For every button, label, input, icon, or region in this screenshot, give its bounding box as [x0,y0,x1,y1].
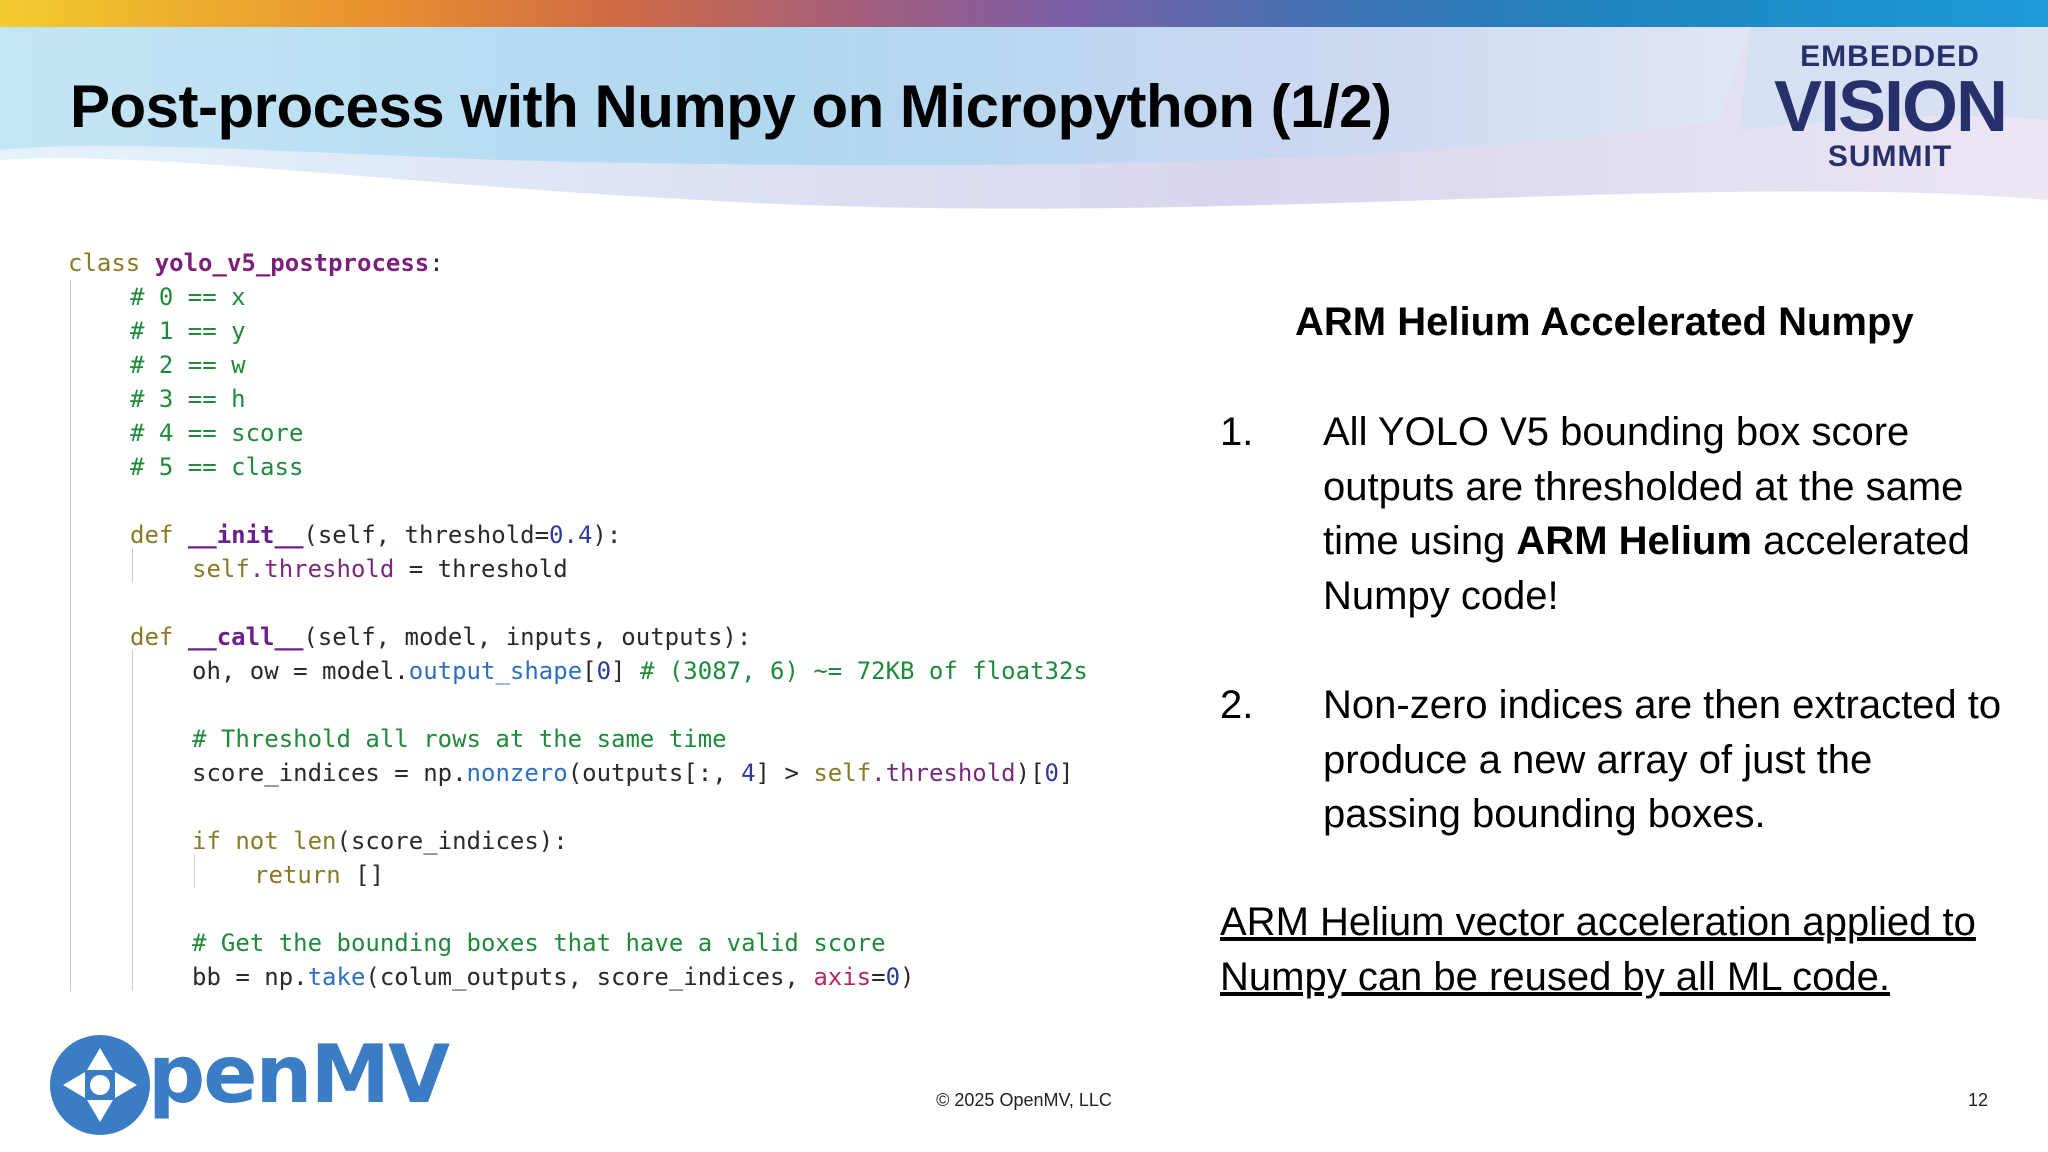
logo-line-embedded: EMBEDDED [1800,40,1980,73]
code-number: 0 [885,963,901,991]
code-line: def __init__(self, threshold=0.4): [130,518,621,552]
code-text: score_indices = np. [192,759,467,787]
code-text: )[ [1015,759,1045,787]
underlined-takeaway: ARM Helium vector acceleration applied t… [1220,900,1976,999]
code-text: oh, ow = model. [192,657,409,685]
code-line: oh, ow = model.output_shape[0] # (3087, … [192,654,1088,688]
list-text-part: All YOLO V5 bounding box score outputs a… [1323,410,1964,563]
code-line: self.threshold = threshold [192,552,568,586]
indent-guide [132,548,133,582]
code-self: self [813,759,872,787]
code-line: if not len(score_indices): [192,824,568,858]
code-comment: # (3087, 6) ~= 72KB of float32s [625,657,1088,685]
code-function-call: take [307,963,366,991]
code-text: (colum_outputs, score_indices, [365,963,814,991]
embedded-vision-summit-logo: EMBEDDED VISION SUMMIT [1770,40,2010,175]
code-text: [ [582,657,597,685]
logo-line-vision: VISION [1773,67,2008,147]
slide-title: Post-process with Numpy on Micropython (… [70,73,1392,140]
code-text: bb = np. [192,963,308,991]
top-color-bar [0,0,2048,27]
code-keyword: if not [192,827,279,855]
header-wave-background [0,27,2048,209]
list-text: Non-zero indices are then extracted to p… [1323,683,2002,836]
list-number: 2. [1220,683,1254,727]
code-keyword: return [254,861,341,889]
code-text: (score_indices): [336,827,568,855]
code-comment: # 4 == score [130,419,304,447]
list-text-bold: ARM Helium [1516,519,1752,563]
code-function-name: __init__ [187,521,304,549]
code-text: ) [900,963,915,991]
code-comment: # 5 == class [130,453,304,481]
code-attribute: output_shape [408,657,583,685]
page-number: 12 [1967,1090,1988,1110]
code-comment: # Get the bounding boxes that have a val… [192,929,886,957]
indent-guide [132,650,133,991]
code-number: 4 [741,759,756,787]
code-block: class yolo_v5_postprocess: # 0 == x # 1 … [68,246,1188,991]
code-text: ] [1059,759,1074,787]
code-number: 0 [596,657,612,685]
code-text: (self, threshold= [303,521,550,549]
code-function-name: __call__ [187,623,304,651]
openmv-logo-text: penMV [148,1028,450,1121]
code-keyword: def [130,623,174,651]
code-comment: # 0 == x [130,283,246,311]
code-comment: # 2 == w [130,351,246,379]
code-text: (outputs[:, [567,759,742,787]
list-number: 1. [1220,410,1254,454]
code-line: def __call__(self, model, inputs, output… [130,620,751,654]
copyright-footer: © 2025 OpenMV, LLC [936,1090,1112,1110]
list-text-part: accelerated Numpy code! [1323,519,1970,618]
indent-guide [194,854,195,888]
code-keyword-argument: axis [813,963,872,991]
code-text: ] > [755,759,814,787]
logo-line-summit: SUMMIT [1827,140,1953,173]
code-text: : [429,249,444,277]
code-text: [] [340,861,385,889]
list-text: All YOLO V5 bounding box score outputs a… [1323,405,2013,623]
indent-guide [70,280,71,991]
code-text: ): [592,521,622,549]
code-line: return [] [254,858,384,892]
code-number: 0 [1044,759,1059,787]
code-text: (self, model, inputs, outputs): [303,623,752,651]
code-builtin: len [278,827,337,855]
section-heading: ARM Helium Accelerated Numpy [1295,300,1914,344]
code-line: bb = np.take(colum_outputs, score_indice… [192,960,914,994]
code-text: = [871,963,886,991]
code-text: = threshold [394,555,568,583]
code-keyword: def [130,521,174,549]
code-comment: # 1 == y [130,317,246,345]
code-line: class yolo_v5_postprocess: [68,246,444,280]
code-text: ] [611,657,626,685]
code-line: score_indices = np.nonzero(outputs[:, 4]… [192,756,1073,790]
code-attribute: .threshold [249,555,395,583]
code-number: 0.4 [549,521,593,549]
code-function-call: nonzero [466,759,568,787]
openmv-logo-icon [50,1035,150,1135]
code-comment: # Threshold all rows at the same time [192,725,727,753]
code-comment: # 3 == h [130,385,246,413]
code-self: self [192,555,250,583]
code-keyword: class [68,249,141,277]
code-class-name: yolo_v5_postprocess [154,249,430,277]
code-attribute: .threshold [871,759,1016,787]
